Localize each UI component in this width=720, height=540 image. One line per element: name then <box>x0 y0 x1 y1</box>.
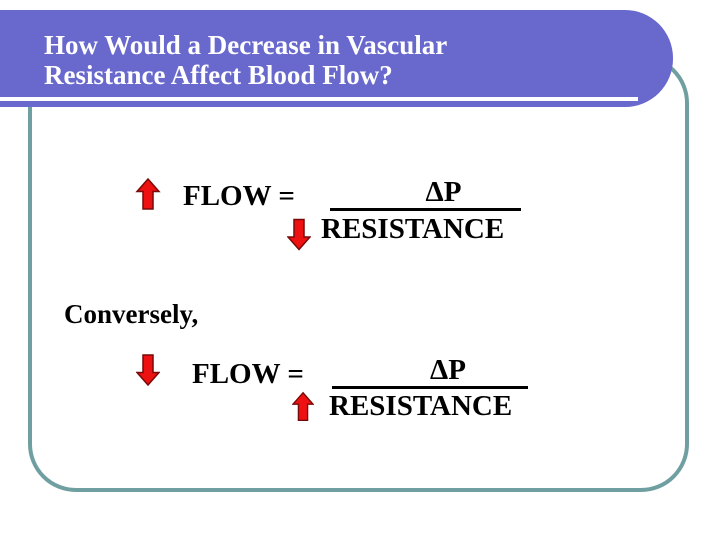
flow-decrease-arrow-icon <box>136 354 160 386</box>
title-bar: How Would a Decrease in Vascular Resista… <box>0 10 673 107</box>
conversely-label: Conversely, <box>64 299 199 329</box>
slide-title-line2: Resistance Affect Blood Flow? <box>44 60 393 90</box>
content-panel <box>28 55 689 492</box>
title-underline <box>0 97 638 101</box>
equation2-flow-label: FLOW = <box>192 358 304 390</box>
slide-title: How Would a Decrease in Vascular Resista… <box>44 30 447 90</box>
equation2-numerator: ΔP <box>332 355 528 389</box>
equation1-numerator: ΔP <box>330 177 521 211</box>
resistance-increase-arrow-icon <box>292 391 314 421</box>
equation1-flow-label: FLOW = <box>183 180 295 212</box>
flow-increase-arrow-icon <box>135 178 161 210</box>
resistance-decrease-arrow-icon <box>287 218 311 251</box>
equation1-denominator: RESISTANCE <box>321 213 505 245</box>
slide-title-line1: How Would a Decrease in Vascular <box>44 30 448 60</box>
equation2-denominator: RESISTANCE <box>329 390 513 422</box>
